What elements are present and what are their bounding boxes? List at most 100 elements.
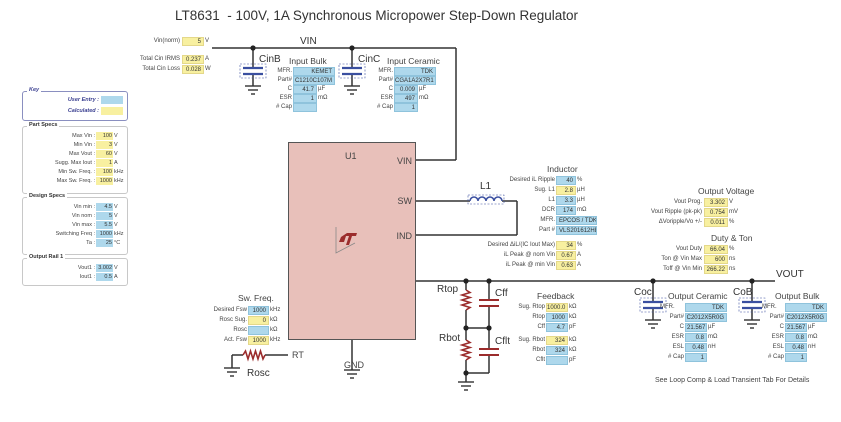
ground-icon: [458, 381, 474, 391]
field-label: C: [779, 324, 784, 330]
output-bulk-part[interactable]: C2012X5R0G: [785, 313, 827, 322]
field-label: MFR.: [378, 68, 393, 74]
vout-ripple-value: 0.754: [704, 208, 728, 217]
output-ceramic-esr[interactable]: 0.8: [685, 333, 707, 342]
field-unit: kΩ: [569, 314, 577, 320]
field-unit: pF: [569, 324, 577, 330]
input-bulk-part[interactable]: C1210C107M: [293, 76, 335, 85]
field-unit: kΩ: [569, 347, 577, 353]
cflt-input[interactable]: [546, 356, 568, 365]
output-bulk-esr[interactable]: 0.8: [785, 333, 807, 342]
vin-nom-input[interactable]: 5: [96, 212, 113, 220]
field-unit: µF: [708, 324, 716, 330]
vin-max-input[interactable]: 5.5: [96, 221, 113, 229]
ground-icon: [344, 85, 360, 95]
field-label: Sug. L1: [534, 187, 555, 193]
field-label: Rtop: [532, 314, 545, 320]
output-ceramic-esl[interactable]: 0.48: [685, 343, 707, 352]
max-sw-freq-value: 1000: [96, 177, 113, 185]
field-label: Part#: [769, 314, 784, 320]
l1-input[interactable]: 3.3: [556, 196, 576, 205]
field-unit: mΩ: [577, 207, 587, 213]
inductor-part-input[interactable]: VLS201612HE: [556, 226, 597, 235]
lt-logo-icon: [335, 227, 357, 254]
input-ceramic-ncap[interactable]: 1: [394, 103, 418, 112]
output-ceramic-mfr[interactable]: TDK: [685, 303, 727, 312]
field-label: # Cap: [376, 104, 393, 110]
output-bulk-ncap[interactable]: 1: [785, 353, 807, 362]
output-bulk-esl[interactable]: 0.48: [785, 343, 807, 352]
field-label: # Cap: [667, 354, 684, 360]
field-label: Desired iL Ripple: [509, 177, 555, 183]
pin-ind: IND: [396, 231, 413, 241]
field-label: Cflt: [536, 357, 545, 363]
input-ceramic-c[interactable]: 0.009: [394, 85, 418, 94]
rosc-input[interactable]: [248, 326, 269, 335]
field-label: Max Vout :: [69, 151, 95, 157]
input-ceramic-mfr[interactable]: TDK: [394, 67, 436, 76]
field-unit: V: [114, 142, 118, 148]
field-unit: µF: [419, 86, 427, 92]
field-label: MFR.: [660, 304, 675, 310]
field-label: Part #: [538, 227, 555, 233]
cff-input[interactable]: 4.7: [546, 323, 568, 332]
field-unit: µH: [577, 197, 585, 203]
chip-u1[interactable]: U1 VIN SW IND RT GND: [288, 142, 416, 370]
input-ceramic-esr[interactable]: 497: [394, 94, 418, 103]
input-bulk-mfr[interactable]: KEMET: [293, 67, 335, 76]
field-label: Vin nom :: [71, 213, 95, 219]
field-unit: kHz: [270, 307, 281, 313]
output-bulk-c[interactable]: 21.567: [785, 323, 807, 332]
cob-ref: CoB: [733, 287, 753, 298]
dcr-input[interactable]: 174: [556, 206, 576, 215]
field-label: Min Vin :: [73, 142, 95, 148]
ta-input[interactable]: 25: [96, 239, 113, 247]
input-bulk-esr[interactable]: 1: [293, 94, 317, 103]
field-label: Min Sw. Freq. :: [58, 169, 95, 175]
field-unit: kHz: [270, 337, 281, 343]
output-ceramic-ncap[interactable]: 1: [685, 353, 707, 362]
output-ceramic-part[interactable]: C2012X5R0G: [685, 313, 727, 322]
rtop-ref: Rtop: [437, 284, 459, 295]
vout1-input[interactable]: 3.002: [96, 264, 113, 272]
desired-fsw-input[interactable]: 1000: [248, 306, 269, 315]
output-ceramic-c[interactable]: 21.567: [685, 323, 707, 332]
field-unit: V: [114, 133, 118, 139]
field-label: Vout1 :: [77, 265, 95, 271]
field-unit: V: [114, 151, 118, 157]
rtop-input[interactable]: 1000: [546, 313, 568, 322]
rbot-input[interactable]: 324: [546, 346, 568, 355]
page-title: LT8631 - 100V, 1A Synchronous Micropower…: [175, 8, 578, 23]
inductor-mfr-input[interactable]: EPCOS / TDK: [556, 216, 597, 225]
switching-freq-input[interactable]: 1000: [96, 230, 113, 238]
field-label: ESL: [672, 344, 684, 350]
output-bulk-title: Output Bulk: [775, 291, 820, 301]
field-label: Ta :: [86, 240, 95, 246]
ton-vin-max-value: 600: [704, 255, 728, 264]
pin-gnd: GND: [344, 360, 364, 370]
input-bulk-c[interactable]: 41.7: [293, 85, 317, 94]
sug-rtop-value: 1000.0: [546, 303, 568, 312]
field-label: MFR.: [540, 217, 555, 223]
output-bulk-mfr[interactable]: TDK: [785, 303, 827, 312]
vin-min-input[interactable]: 4.5: [96, 203, 113, 211]
field-label: # Cap: [767, 354, 784, 360]
iout1-input[interactable]: 0.5: [96, 273, 113, 281]
field-unit: mΩ: [708, 334, 718, 340]
input-bulk-ncap[interactable]: [293, 103, 317, 112]
ground-icon: [245, 85, 261, 95]
desired-il-ripple-input[interactable]: 40: [556, 176, 576, 185]
input-ceramic-part[interactable]: CGA1A2X7R1: [394, 76, 436, 85]
field-label: Max Sw. Freq. :: [56, 178, 95, 184]
max-vin-value: 100: [96, 132, 113, 140]
cflt-ref: Cflt: [495, 336, 510, 347]
field-unit: %: [729, 246, 735, 252]
sug-l1-value: 2.8: [556, 186, 576, 195]
pin-sw: SW: [397, 196, 413, 206]
net-label-vout: VOUT: [776, 269, 804, 280]
ground-icon: [744, 319, 760, 329]
field-unit: V: [114, 265, 118, 271]
field-unit: kHz: [114, 231, 124, 237]
